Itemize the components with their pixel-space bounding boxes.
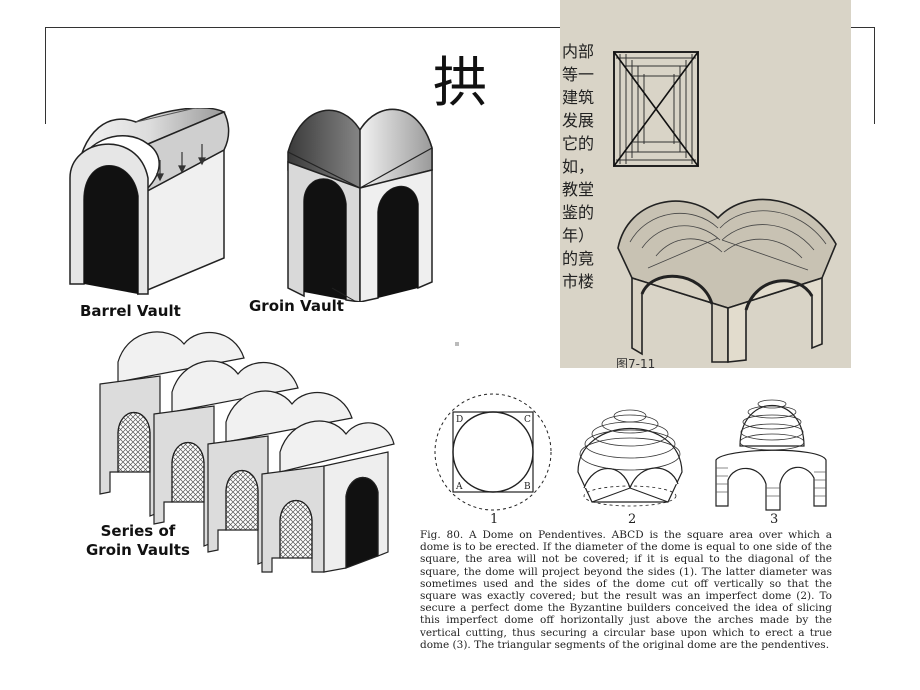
cn-line: 建筑 bbox=[562, 88, 595, 107]
cn-line: 发展 bbox=[562, 111, 595, 130]
groin-vault-label: Groin Vault bbox=[249, 297, 344, 315]
series-groin-vaults-label: Series of Groin Vaults bbox=[86, 522, 190, 559]
corner-letter-b: B bbox=[524, 482, 531, 492]
dome-diagram-2 bbox=[577, 409, 683, 507]
cn-line: 市楼 bbox=[562, 272, 595, 291]
cn-line: 鉴的 bbox=[562, 203, 595, 222]
dome-label-2: 2 bbox=[628, 512, 637, 527]
groin-vault-plan-drawing bbox=[613, 51, 699, 167]
cn-line: 教堂 bbox=[562, 180, 595, 199]
cn-line: 年） bbox=[562, 226, 595, 245]
cn-line: 内部 bbox=[562, 42, 595, 61]
dome-figure-panel: D C A B 1 2 3 bbox=[410, 382, 836, 660]
corner-letter-c: C bbox=[524, 415, 531, 425]
cn-line: 如， bbox=[562, 157, 595, 176]
corner-letter-d: D bbox=[456, 415, 464, 425]
dome-label-1: 1 bbox=[490, 512, 499, 527]
barrel-vault-illustration bbox=[69, 108, 230, 296]
barrel-vault-label: Barrel Vault bbox=[80, 302, 181, 320]
cn-line: 的竟 bbox=[562, 249, 595, 268]
cn-line: 它的 bbox=[562, 134, 595, 153]
corner-letter-a: A bbox=[456, 482, 463, 492]
groin-vault-illustration bbox=[287, 108, 433, 302]
book-photo: 内部 等一 建筑 发展 它的 如， 教堂 鉴的 年） 的竟 市楼 bbox=[560, 0, 851, 368]
chinese-text-column: 内部 等一 建筑 发展 它的 如， 教堂 鉴的 年） 的竟 市楼 bbox=[562, 40, 604, 293]
slide-title: 拱 bbox=[433, 51, 487, 114]
groin-vault-perspective-drawing bbox=[617, 198, 837, 363]
series-groin-vaults-illustration bbox=[99, 331, 395, 573]
dome-diagram-1 bbox=[434, 393, 552, 511]
cn-line: 等一 bbox=[562, 65, 595, 84]
dome-label-3: 3 bbox=[770, 512, 779, 527]
dome-diagram-3 bbox=[715, 399, 827, 511]
stray-dot bbox=[455, 342, 459, 346]
book-figure-caption: 图7-11 bbox=[616, 357, 656, 368]
dome-figure-caption: Fig. 80. A Dome on Pendentives. ABCD is … bbox=[420, 529, 832, 651]
